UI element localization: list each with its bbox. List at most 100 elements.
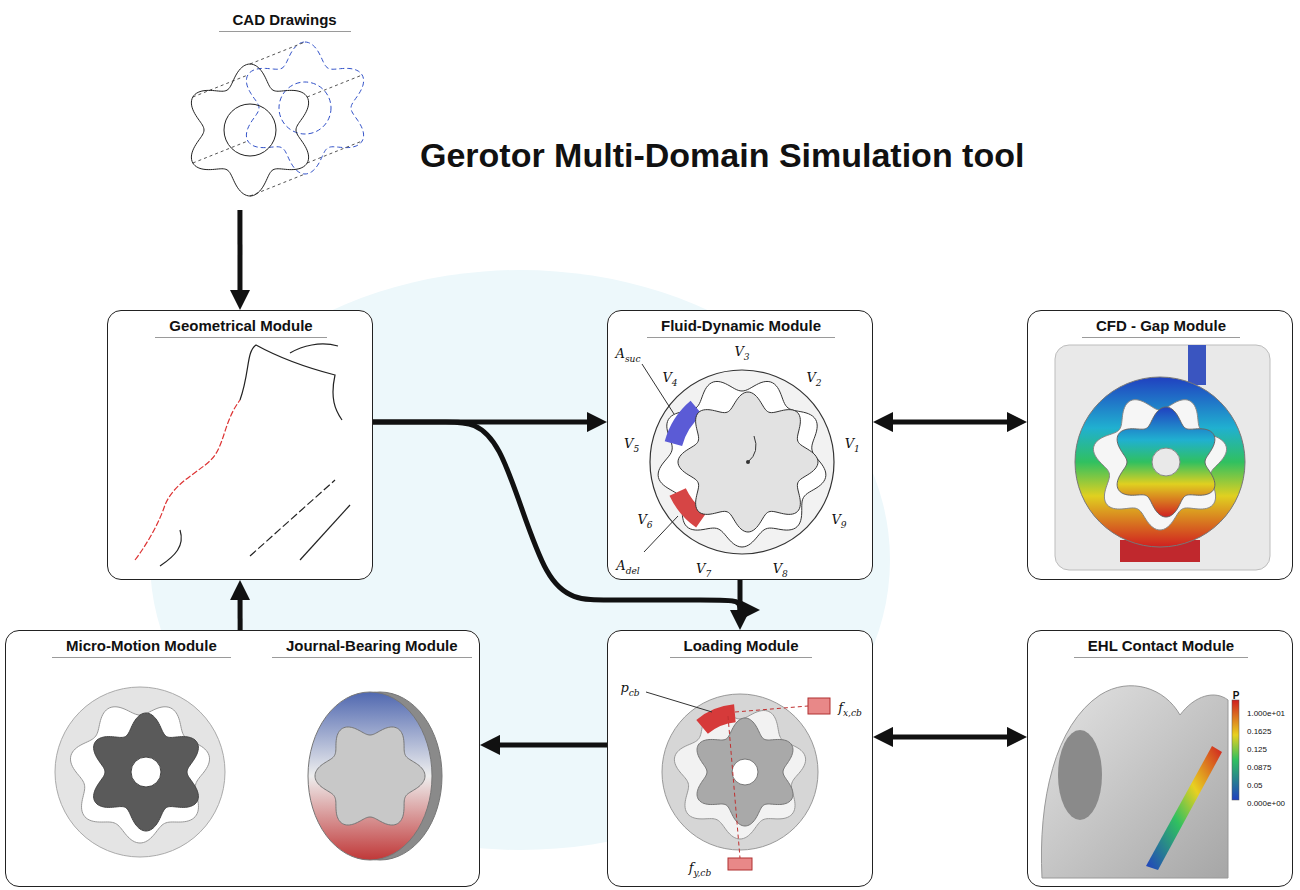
bore-circle: [279, 82, 331, 134]
line-segment: [300, 505, 350, 560]
panel-grounds: [5, 310, 1293, 887]
line-segment: [250, 480, 335, 556]
module-heading: Geometrical Module: [155, 317, 326, 338]
color-bar: [1232, 700, 1239, 800]
flow-arrow: [893, 420, 1007, 425]
diagram-title: Gerotor Multi-Domain Simulation tool: [420, 136, 1024, 175]
leader-line: [644, 516, 678, 552]
module-heading: Journal-Bearing Module: [272, 637, 472, 658]
flow-arrow: [373, 422, 740, 610]
shaft-hole: [1152, 448, 1180, 476]
contact-pressure-stripe: [1146, 746, 1222, 870]
shaft-hole: [131, 757, 161, 787]
wireframe-edge: [193, 75, 248, 97]
module-box: CFD - Gap Module: [1027, 310, 1293, 580]
pump-housing: [1055, 345, 1270, 570]
black-profile: [290, 344, 338, 353]
bearing-cavity: [315, 727, 425, 825]
module-box: EHL Contact Module: [1027, 630, 1293, 887]
panel-ground: [1027, 310, 1293, 580]
flow-arrow: [738, 580, 743, 610]
cad-wireframe: [191, 42, 363, 196]
symbol-label: fx,cb: [838, 701, 862, 718]
scale-label: 0.0875: [1247, 764, 1271, 773]
symbol-label: V3: [734, 345, 749, 362]
wireframe-edge: [307, 141, 362, 163]
panel-ground: [107, 310, 373, 580]
outer-rotor-cavity: [70, 707, 209, 843]
flow-arrow: [500, 742, 607, 747]
flow-arrow: [238, 600, 243, 630]
symbol-label: V2: [806, 371, 821, 388]
module-heading: Loading Module: [670, 637, 813, 658]
module-box: Loading Module: [607, 630, 873, 887]
pressure-ring: [1075, 377, 1245, 547]
gap-cavity: [1093, 400, 1226, 530]
red-profile: [135, 400, 240, 560]
black-profile: [160, 530, 181, 566]
symbol-label: fy,cb: [689, 861, 712, 878]
outer-rotor-cavity: [674, 711, 805, 839]
projection-line: [735, 706, 808, 712]
symbol-label: pcb: [620, 681, 639, 698]
inlet-pipe: [1188, 345, 1206, 385]
inner-rotor: [94, 713, 199, 831]
module-box: Micro-Motion Module Journal-Bearing Modul…: [5, 630, 480, 887]
projection-line: [728, 716, 740, 858]
symbol-label: Asuc: [615, 347, 640, 364]
scale-label: 0.000e+00: [1247, 800, 1285, 809]
symbol-label: V5: [624, 437, 639, 454]
wireframe-edge: [307, 75, 362, 97]
black-profile: [240, 345, 342, 420]
symbol-label: V8: [773, 562, 788, 579]
module-heading: EHL Contact Module: [1074, 637, 1248, 658]
leader-line: [642, 364, 674, 414]
shaft-mark: [748, 436, 756, 462]
shaft-hole: [732, 759, 758, 785]
scale-label: 1.000e+01: [1247, 710, 1285, 719]
panel-ground: [5, 630, 480, 887]
leader-line: [646, 692, 712, 712]
symbol-label: V4: [662, 371, 677, 388]
force-square: [808, 698, 830, 714]
symbol-label: V9: [831, 513, 846, 530]
module-heading: Micro-Motion Module: [52, 637, 231, 658]
outer-rotor: [662, 694, 818, 850]
inner-rotor: [678, 392, 818, 532]
panel-ground: [607, 630, 873, 887]
flow-arrow: [893, 734, 1007, 739]
bore-circle: [224, 104, 276, 156]
scale-label: 0.05: [1247, 782, 1263, 791]
pump-body: [650, 370, 834, 554]
module-heading: CAD Drawings: [219, 11, 351, 32]
bearing-pressure: [308, 692, 432, 860]
symbol-label: Adel: [616, 559, 640, 576]
scale-label: 0.1625: [1247, 728, 1271, 737]
scale-label: P: [1233, 690, 1240, 701]
shaft-dot: [746, 460, 750, 464]
symbol-label: V6: [637, 513, 652, 530]
inner-rotor: [1117, 407, 1215, 517]
profile-curves: [135, 344, 350, 566]
inner-rotor: [697, 718, 793, 826]
cad-front-outline: [191, 64, 308, 196]
panel-ground: [1027, 630, 1293, 887]
symbol-label: V7: [696, 562, 711, 579]
panel-ground: [607, 310, 873, 580]
module-box: CAD Drawings: [155, 5, 395, 210]
outer-rotor: [55, 687, 225, 857]
module-box: Geometrical Module: [107, 310, 373, 580]
symbol-label: V1: [845, 437, 860, 454]
module-heading: CFD - Gap Module: [1082, 317, 1240, 338]
flow-arrow: [237, 210, 242, 290]
wireframe-edge: [250, 42, 305, 64]
rotor-body: [1041, 686, 1228, 878]
force-square: [728, 858, 752, 870]
scale-label: 0.125: [1247, 746, 1267, 755]
rotor-hole: [1058, 730, 1102, 820]
wireframe-edge: [193, 141, 248, 163]
outer-rotor-cavity: [658, 381, 826, 547]
module-heading: Fluid-Dynamic Module: [647, 317, 835, 338]
